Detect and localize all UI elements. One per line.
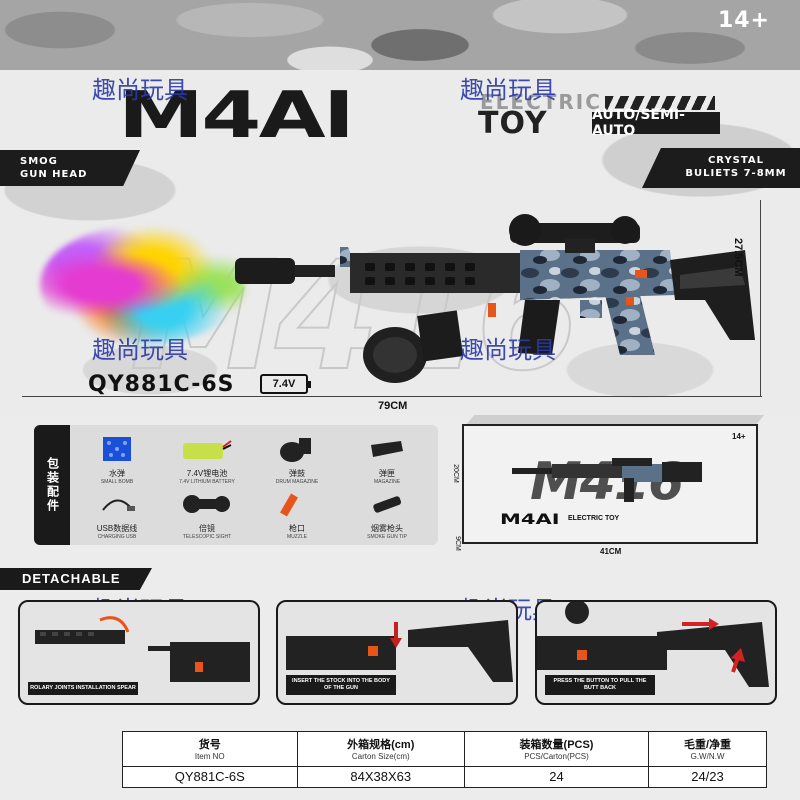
- smoke-tip-icon: [342, 487, 432, 521]
- spec-header-cell: 货号 Item NO: [122, 731, 298, 767]
- accessory-cn: 枪口: [289, 524, 305, 533]
- detachable-label: DETACHABLE: [0, 568, 152, 590]
- ribbon-left-line-1: SMOG: [20, 156, 58, 167]
- spec-table-header-row: 货号 Item NO 外箱规格(cm) Carton Size(cm) 装箱数量…: [122, 731, 767, 767]
- ribbon-crystal-bullets: CRYSTAL BULIETS 7-8MM: [642, 148, 800, 188]
- product-title: M4AI: [118, 79, 355, 153]
- step-1-caption: ROLARY JOINTS INSTALLATION SPEAR: [28, 682, 138, 695]
- accessory-magazine: 弹匣 MAGAZINE: [342, 432, 432, 485]
- spec-header-cn: 外箱规格(cm): [347, 739, 415, 752]
- drum-magazine-icon: [252, 432, 342, 466]
- box-subtitle: ELECTRIC TOY: [568, 515, 620, 522]
- spec-header-cn: 货号: [198, 739, 221, 752]
- length-dimension-line: [22, 396, 762, 397]
- accessory-battery: 7.4V锂电池 7.4V LITHIUM BATTERY: [162, 432, 252, 485]
- accessory-en: CHARGING USB: [97, 534, 137, 540]
- accessory-cn: 弹匣: [379, 469, 395, 478]
- watermark: 趣尚玩具: [460, 76, 556, 104]
- length-dimension-label: 79CM: [378, 400, 408, 412]
- accessory-en: DRUM MAGAZINE: [275, 479, 319, 485]
- box-title: M4AI: [500, 512, 560, 528]
- ribbon-right-line-2: BULIETS 7-8MM: [685, 168, 787, 179]
- accessory-en: TELESCOPIC SIGHT: [182, 534, 232, 540]
- accessory-en: SMALL BOMB: [100, 479, 134, 485]
- accessory-cn: 倍镜: [199, 524, 215, 533]
- accessory-drum-magazine: 弹鼓 DRUM MAGAZINE: [252, 432, 342, 485]
- spec-header-cn: 毛重/净重: [683, 739, 732, 752]
- spec-header-cn: 装箱数量(PCS): [519, 739, 594, 752]
- step-1-panel: ROLARY JOINTS INSTALLATION SPEAR: [18, 600, 260, 705]
- spec-header-cell: 毛重/净重 G.W/N.W: [648, 731, 767, 767]
- usb-cable-icon: [72, 487, 162, 521]
- accessory-en: SMOKE GUN TIP: [367, 534, 407, 540]
- magazine-icon: [342, 432, 432, 466]
- title-toy: TOY: [478, 106, 548, 141]
- spec-value-pcs-carton: 24: [464, 765, 649, 789]
- accessory-water-beads: 水弹 SMALL BOMB: [72, 432, 162, 485]
- box-width-label: 41CM: [600, 547, 622, 556]
- watermark: 趣尚玩具: [92, 336, 188, 364]
- box-depth-label: 9CM: [453, 536, 461, 551]
- step-3-caption: PRESS THE BUTTON TO PULL THE BUTT BACK: [545, 675, 655, 695]
- spec-table-value-row: QY881C-6S 84X38X63 24 24/23: [122, 765, 767, 789]
- spec-value-carton-size: 84X38X63: [296, 765, 466, 789]
- accessory-cn: USB数据线: [96, 524, 138, 533]
- step-1-illustration: [35, 616, 250, 682]
- muzzle-icon: [252, 487, 342, 521]
- accessory-cn: 烟雾枪头: [371, 524, 403, 533]
- step-2-caption: INSERT THE STOCK INTO THE BODY OF THE GU…: [286, 675, 396, 695]
- ribbon-right-line-1: CRYSTAL: [707, 155, 765, 166]
- box-age-badge: 14+: [732, 432, 746, 441]
- scope-icon: [162, 487, 252, 521]
- spec-header-cell: 外箱规格(cm) Carton Size(cm): [296, 731, 466, 767]
- step-2-panel: INSERT THE STOCK INTO THE BODY OF THE GU…: [276, 600, 518, 705]
- watermark: 趣尚玩具: [460, 336, 556, 364]
- accessories-panel: [34, 425, 438, 545]
- spec-header-cell: 装箱数量(PCS) PCS/Carton(PCS): [464, 731, 649, 767]
- fire-mode-tag: AUTO/SEMI-AUTO: [592, 107, 720, 139]
- accessory-en: MAGAZINE: [373, 479, 401, 485]
- colored-smoke: [40, 225, 245, 345]
- camo-header-band: [0, 0, 800, 70]
- ribbon-smog-gun-head: SMOG GUN HEAD: [0, 150, 140, 186]
- step-3-panel: PRESS THE BUTTON TO PULL THE BUTT BACK: [535, 600, 777, 705]
- accessory-smoke-tip: 烟雾枪头 SMOKE GUN TIP: [342, 487, 432, 540]
- accessory-usb-cable: USB数据线 CHARGING USB: [72, 487, 162, 540]
- spec-header-en: PCS/Carton(PCS): [524, 752, 589, 762]
- accessory-scope: 倍镜 TELESCOPIC SIGHT: [162, 487, 252, 540]
- height-dimension-line: [760, 200, 761, 396]
- title-electric: ELECTRIC: [480, 90, 602, 114]
- spec-value-item-no: QY881C-6S: [122, 765, 298, 789]
- packaging-box: [462, 424, 758, 544]
- accessories-side-label: 包装配件: [34, 425, 70, 545]
- box-rifle-illustration: [512, 458, 702, 502]
- watermark: 趣尚玩具: [92, 76, 188, 104]
- box-height-label: 20CM: [451, 464, 459, 483]
- accessory-cn: 弹鼓: [289, 469, 305, 478]
- step-2-illustration: [286, 620, 513, 682]
- accessory-en: 7.4V LITHIUM BATTERY: [179, 479, 235, 485]
- spec-table: 货号 Item NO 外箱规格(cm) Carton Size(cm) 装箱数量…: [122, 731, 767, 789]
- decorative-stripes: [605, 96, 715, 110]
- age-badge: 14+: [717, 8, 770, 33]
- spec-value-weight: 24/23: [648, 765, 767, 789]
- step-3-illustration: [537, 602, 769, 687]
- water-beads-icon: [72, 432, 162, 466]
- battery-voltage-badge: 7.4V: [260, 374, 311, 394]
- accessory-muzzle: 枪口 MUZZLE: [252, 487, 342, 540]
- accessory-en: MUZZLE: [287, 534, 307, 540]
- accessory-cn: 水弹: [109, 469, 125, 478]
- height-dimension-label: 27.5CM: [732, 238, 744, 277]
- rifle-illustration: [235, 214, 755, 383]
- ribbon-left-line-2: GUN HEAD: [20, 169, 88, 180]
- model-code: QY881C-6S: [88, 372, 235, 397]
- battery-icon: [162, 432, 252, 466]
- spec-header-en: Item NO: [194, 752, 225, 762]
- accessory-cn: 7.4V锂电池: [186, 469, 228, 478]
- spec-header-en: G.W/N.W: [690, 752, 725, 762]
- spec-header-en: Carton Size(cm): [351, 752, 410, 762]
